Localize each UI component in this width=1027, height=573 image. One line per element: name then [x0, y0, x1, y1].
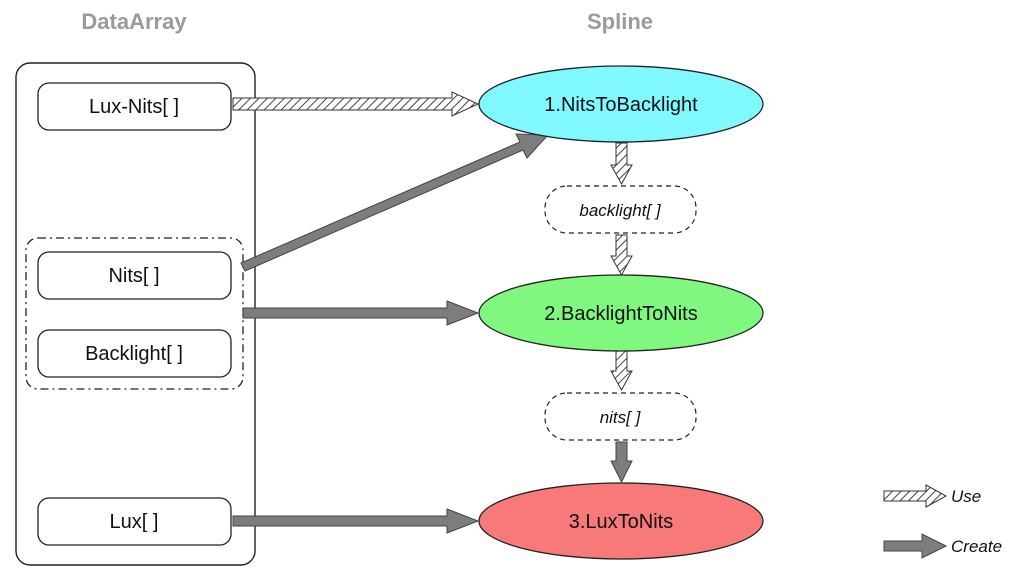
use-arrow-luxnits-to-node1 — [232, 91, 480, 117]
legend-use-label: Use — [951, 487, 981, 506]
backlight-label: Backlight[ ] — [85, 343, 183, 365]
node3-label: 3.LuxToNits — [569, 511, 674, 533]
node-lux-to-nits: 3.LuxToNits — [478, 482, 764, 560]
lux-nits-label: Lux-Nits[ ] — [89, 96, 179, 118]
node2-ellipse — [478, 274, 764, 352]
nits-array: nits[ ] — [544, 392, 697, 441]
use-arrow-node1-to-backlight-array — [610, 142, 633, 186]
create-arrow-lux-to-node3 — [232, 508, 480, 534]
backlight-array-label: backlight[ ] — [579, 201, 662, 220]
backlight-array: backlight[ ] — [544, 185, 697, 234]
node2-label: 2.BacklightToNits — [544, 303, 697, 325]
use-arrow-backlight-array-to-node2 — [610, 234, 633, 277]
use-arrow-node2-to-nits-array — [610, 349, 633, 392]
nits-box: Nits[ ] — [37, 251, 232, 300]
nits-array-label: nits[ ] — [600, 408, 642, 427]
lux-nits-box: Lux-Nits[ ] — [37, 82, 232, 131]
node-backlight-to-nits: 2.BacklightToNits — [478, 274, 764, 352]
create-arrow-nits-to-node1 — [240, 133, 550, 272]
create-arrow-nits-array-to-node3 — [610, 441, 633, 484]
legend-use-arrow — [883, 484, 948, 508]
lux-label: Lux[ ] — [110, 511, 159, 533]
node1-label: 1.NitsToBacklight — [544, 94, 698, 116]
create-arrow-group-to-node2 — [242, 300, 480, 326]
spline-heading: Spline — [587, 9, 653, 34]
backlight-box: Backlight[ ] — [37, 329, 232, 378]
node-nits-to-backlight: 1.NitsToBacklight — [478, 65, 764, 143]
node3-ellipse — [478, 482, 764, 560]
nits-label: Nits[ ] — [108, 265, 159, 287]
dataarray-container — [15, 62, 256, 566]
legend: Use Create — [883, 484, 1002, 559]
node1-ellipse — [478, 65, 764, 143]
lux-box: Lux[ ] — [37, 497, 232, 546]
legend-create-arrow — [883, 533, 948, 559]
legend-create-label: Create — [951, 537, 1002, 556]
dataarray-heading: DataArray — [81, 9, 187, 34]
